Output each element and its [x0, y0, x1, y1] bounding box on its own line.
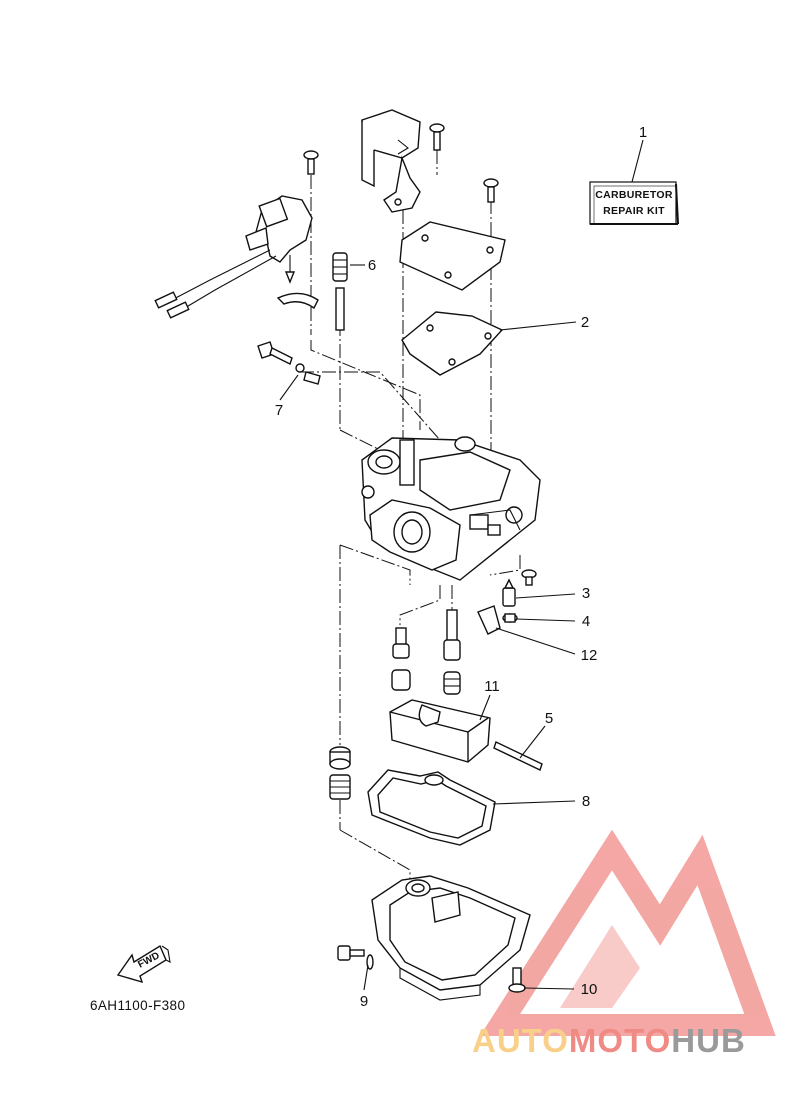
leader-lines — [279, 139, 644, 991]
kit-label-line2: REPAIR KIT — [603, 205, 665, 217]
pilot-screw-part-7 — [257, 341, 321, 385]
callout-6: 6 — [368, 257, 376, 274]
float-part-11 — [389, 699, 491, 763]
solenoid-bracket — [361, 109, 421, 213]
callout-8: 8 — [582, 793, 590, 810]
drain-screw-part-9 — [337, 945, 374, 970]
repair-kit-box — [589, 181, 679, 225]
callout-1: 1 — [639, 124, 647, 141]
screw-right — [483, 178, 499, 203]
callout-9: 9 — [360, 993, 368, 1010]
fwd-arrow-icon — [116, 944, 171, 984]
screw-top — [429, 123, 445, 151]
callout-12: 12 — [581, 647, 598, 664]
callout-7: 7 — [275, 402, 283, 419]
kit-label-line1: CARBURETOR — [595, 189, 673, 201]
callout-2: 2 — [581, 314, 589, 331]
watermark-part-hub: HUB — [671, 1022, 746, 1059]
float-bowl — [371, 875, 531, 1001]
drain-spring — [329, 746, 351, 800]
watermark-part-auto: AUTO — [472, 1022, 569, 1059]
main-jet-part-3 — [502, 578, 516, 607]
callout-3: 3 — [582, 585, 590, 602]
callout-11: 11 — [484, 678, 500, 695]
cover-plate — [399, 221, 506, 291]
plug-part-4 — [502, 613, 518, 623]
float-bowl-gasket-part-8 — [367, 769, 496, 846]
callout-4: 4 — [582, 613, 590, 630]
gasket-plate — [401, 311, 504, 376]
solenoid-valve — [154, 195, 319, 319]
bowl-screw-part-10 — [508, 967, 526, 993]
screw-small — [521, 569, 537, 586]
main-nozzle — [443, 609, 461, 695]
gasket-part-12 — [477, 605, 501, 635]
watermark-logo-icon — [479, 829, 776, 1036]
float-pin-part-5 — [493, 741, 543, 771]
watermark-text: AUTOMOTOHUB — [472, 1022, 746, 1059]
carburetor-body — [361, 436, 541, 581]
callout-5: 5 — [545, 710, 553, 727]
pilot-jet-part-6 — [332, 252, 348, 331]
drawing-code: 6AH1100-F380 — [90, 998, 185, 1013]
pilot-jet-lower — [391, 627, 411, 691]
callout-10: 10 — [581, 981, 598, 998]
screw-left — [303, 150, 319, 175]
watermark-part-moto: MOTO — [569, 1022, 671, 1059]
